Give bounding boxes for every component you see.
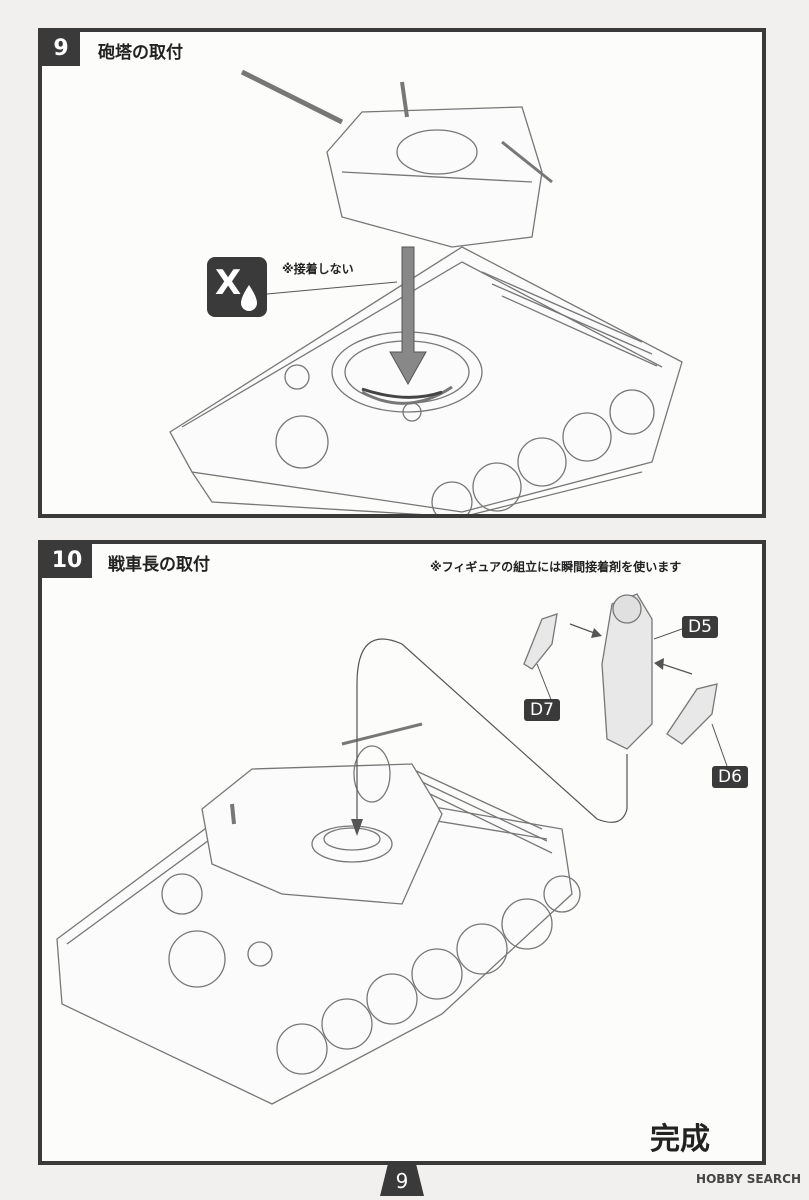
step-number: 10 xyxy=(42,544,92,578)
no-glue-note: ※接着しない xyxy=(282,262,354,276)
step-number: 9 xyxy=(42,32,80,66)
step-title: 戦車長の取付 xyxy=(108,555,210,575)
no-glue-icon: X xyxy=(207,257,267,317)
part-label-d6: D6 xyxy=(712,766,748,788)
figure-glue-note: ※フィギュアの組立には瞬間接着剤を使います xyxy=(430,560,682,574)
step-10-panel: 10 戦車長の取付 ※フィギュアの組立には瞬間接着剤を使います xyxy=(38,540,766,1165)
commander-mounting-illustration xyxy=(56,593,728,1105)
part-label-d7: D7 xyxy=(524,699,560,721)
step-9-panel: 9 砲塔の取付 xyxy=(38,28,766,518)
watermark: HOBBY SEARCH xyxy=(696,1172,801,1186)
part-label-d5: D5 xyxy=(682,616,718,638)
step-title: 砲塔の取付 xyxy=(98,43,183,63)
complete-label: 完成 xyxy=(650,1122,710,1157)
turret-mounting-illustration xyxy=(169,69,683,514)
page-number: 9 xyxy=(380,1164,424,1196)
